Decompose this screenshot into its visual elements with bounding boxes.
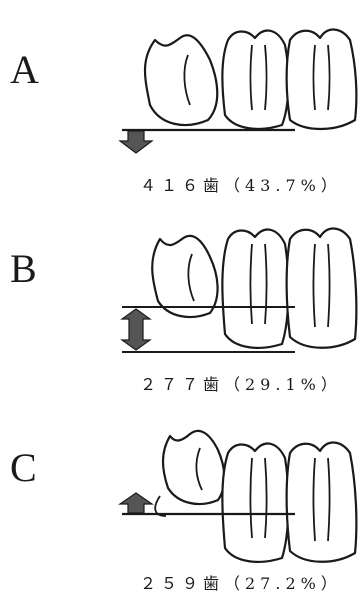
down-arrow — [120, 131, 152, 153]
tooth-diagram — [110, 408, 361, 578]
panel-caption: ４１６歯（43.7%） — [140, 172, 342, 196]
panel-c: C ２５９歯（27.2%） — [0, 398, 361, 597]
panel-a: A ４１６歯（43.7%） — [0, 0, 361, 199]
panel-letter: A — [10, 50, 39, 90]
molar-tooth — [222, 230, 288, 348]
double-arrow — [122, 309, 150, 350]
erupting-tooth — [145, 35, 217, 125]
panel-letter: C — [10, 448, 37, 488]
erupting-tooth — [163, 431, 224, 504]
panel-letter: B — [10, 249, 37, 289]
molar-tooth — [222, 31, 288, 129]
erupting-tooth — [152, 236, 217, 317]
molar-tooth — [287, 30, 357, 129]
up-arrow — [120, 493, 152, 513]
tooth-diagram — [110, 10, 361, 180]
molar-tooth — [287, 229, 357, 348]
panel-caption: ２５９歯（27.2%） — [140, 570, 342, 594]
molar-tooth — [287, 443, 357, 562]
panel-b: B ２７７歯（29.1%） — [0, 199, 361, 398]
panel-caption: ２７７歯（29.1%） — [140, 371, 342, 395]
molar-tooth — [222, 444, 288, 562]
tooth-diagram — [110, 209, 361, 379]
